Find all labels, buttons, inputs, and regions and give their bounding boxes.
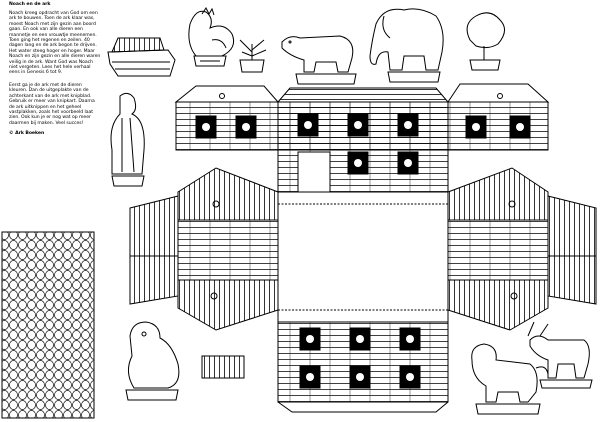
noah-figure-icon	[110, 92, 145, 187]
rooster-icon	[188, 7, 235, 67]
goat-icon	[527, 321, 593, 389]
instructions-paragraph: Eerst ga je de ark met de dieren kleuren…	[9, 83, 95, 126]
plant-icon	[239, 39, 267, 73]
bear-icon	[281, 35, 357, 85]
lion-icon	[471, 343, 549, 415]
monkey-icon	[125, 321, 180, 401]
ark-icon	[107, 37, 176, 77]
elephant-icon	[369, 8, 444, 83]
tree-icon	[466, 12, 505, 71]
story-paragraph: Noach kreeg opdracht van God om een ark …	[9, 11, 101, 76]
publisher-credit: © Ark Boeken	[9, 131, 45, 136]
window-animal-icon	[195, 113, 531, 175]
page-title: Noach en de ark	[9, 2, 51, 7]
